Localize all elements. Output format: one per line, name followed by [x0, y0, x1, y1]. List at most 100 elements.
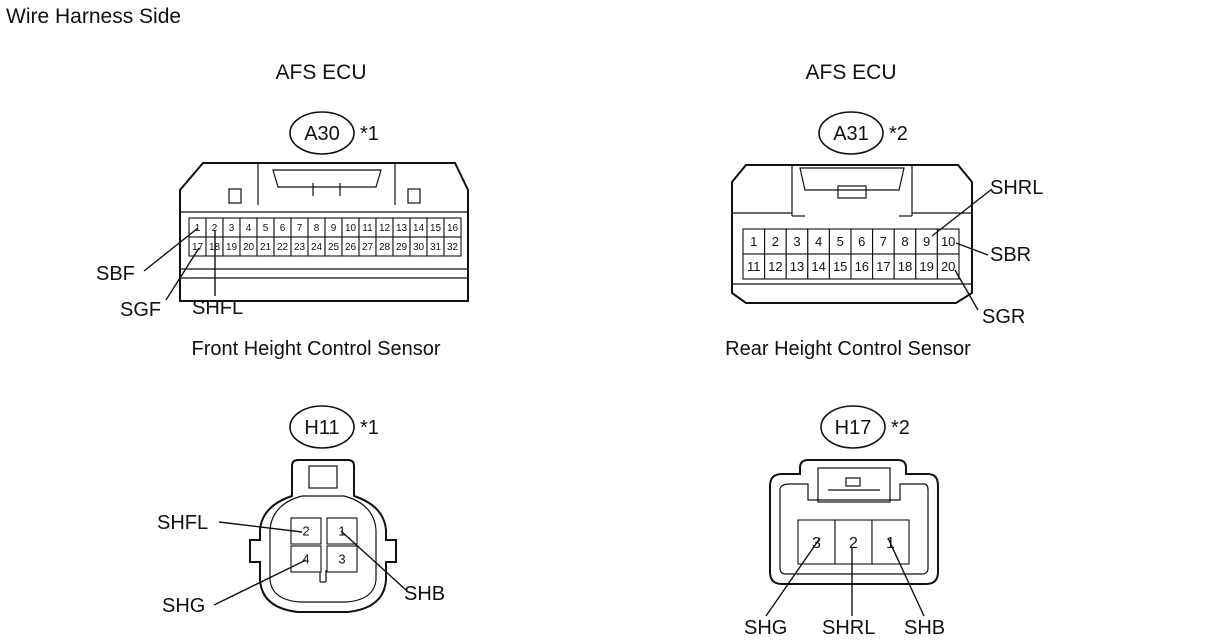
a31-callout-shrl: SHRL	[990, 177, 1043, 199]
a31-pin-8: 8	[901, 234, 908, 249]
a30-pin-17: 17	[192, 242, 204, 253]
a31-pin-16: 16	[855, 259, 869, 274]
a31-pin-20: 20	[941, 259, 955, 274]
a30-pin-25: 25	[328, 242, 340, 253]
a31-pin-7: 7	[880, 234, 887, 249]
a30-code: A30	[304, 123, 340, 145]
a31-leader-sgr	[954, 269, 979, 311]
a30-pin-2: 2	[212, 223, 218, 234]
a30-callout-sgf: SGF	[120, 299, 161, 321]
a31-pin-12: 12	[768, 259, 782, 274]
a30-pin-24: 24	[311, 242, 323, 253]
a30-pin-26: 26	[345, 242, 357, 253]
a30-pin-6: 6	[280, 223, 286, 234]
a31-pin-20-cell	[936, 253, 960, 280]
a31-latch	[799, 167, 905, 191]
h11-leader-shb	[340, 530, 407, 591]
a31-pin-2: 2	[772, 234, 779, 249]
a30-pin-32-cell	[443, 236, 462, 257]
h11-code-oval	[289, 405, 355, 449]
h11-pin-1-cell	[326, 517, 358, 545]
a30-pin-21: 21	[260, 242, 272, 253]
a30-pin-22: 22	[277, 242, 289, 253]
a30-pin-32: 32	[447, 242, 459, 253]
h11-pin-3: 3	[338, 552, 345, 567]
a31-note: *2	[889, 123, 908, 145]
a31-pin-15: 15	[833, 259, 847, 274]
a31-pin-14: 14	[811, 259, 825, 274]
a30-pin-20: 20	[243, 242, 255, 253]
h11-callout-shg: SHG	[162, 595, 205, 617]
h11-callout-shb: SHB	[404, 583, 445, 605]
a31-pin-17: 17	[876, 259, 890, 274]
a30-pin-27: 27	[362, 242, 374, 253]
h17-callout-shrl: SHRL	[822, 617, 875, 639]
h11-code: H11	[304, 417, 339, 439]
a31-pin-11: 11	[747, 259, 761, 274]
h17-callout-shb: SHB	[904, 617, 945, 639]
a30-leader-sgf	[165, 247, 200, 301]
a31-callout-sbr: SBR	[990, 244, 1031, 266]
h11-pin-2: 2	[302, 524, 309, 539]
a30-pin-28: 28	[379, 242, 391, 253]
h11-callout-shfl: SHFL	[157, 512, 208, 534]
a30-header: AFS ECU	[275, 61, 366, 84]
h17-leader-shb	[887, 537, 925, 617]
a31-pin-4: 4	[815, 234, 822, 249]
a30-pin-12: 12	[379, 223, 391, 234]
a30-pin-31: 31	[430, 242, 442, 253]
a30-callout-shfl: SHFL	[192, 297, 243, 319]
h17-note: *2	[891, 417, 910, 439]
h11-pin-3-cell	[326, 545, 358, 573]
h17-header: Rear Height Control Sensor	[725, 338, 971, 360]
a31-pin-3: 3	[793, 234, 800, 249]
a30-pin-19: 19	[226, 242, 238, 253]
a30-pin-29: 29	[396, 242, 408, 253]
a30-callout-sbf: SBF	[96, 263, 135, 285]
h17-callout-shg: SHG	[744, 617, 787, 639]
a31-code-oval	[818, 111, 884, 155]
a30-pin-4: 4	[246, 223, 252, 234]
a31-pin-19: 19	[919, 259, 933, 274]
a31-code: A31	[833, 123, 869, 145]
a30-pin-11: 11	[362, 223, 373, 234]
a31-pin-10: 10	[941, 234, 955, 249]
h11-pin-4: 4	[302, 552, 309, 567]
h17-code: H17	[835, 417, 872, 439]
a30-pin-9: 9	[331, 223, 337, 234]
a30-pin-15: 15	[430, 223, 442, 234]
h17-pin-2: 2	[849, 535, 858, 552]
h11-header: Front Height Control Sensor	[191, 338, 440, 360]
h11-note: *1	[360, 417, 379, 439]
a30-pin-14: 14	[413, 223, 425, 234]
a31-pin-6: 6	[858, 234, 865, 249]
a30-pin-16: 16	[447, 223, 459, 234]
page-title: Wire Harness Side	[6, 5, 181, 28]
a30-pin-7: 7	[297, 223, 303, 234]
a31-header: AFS ECU	[805, 61, 896, 84]
a30-note: *1	[360, 123, 379, 145]
h17-leader-shg	[765, 537, 821, 617]
h17-code-oval	[820, 405, 886, 449]
a31-pin-13: 13	[790, 259, 804, 274]
a30-pin-13: 13	[396, 223, 408, 234]
a30-pin-10: 10	[345, 223, 357, 234]
a31-pin-9: 9	[923, 234, 930, 249]
h11-leader-shfl	[218, 521, 303, 533]
a31-pin-1: 1	[750, 234, 757, 249]
a31-leader-sbr	[955, 242, 989, 256]
a30-pin-23: 23	[294, 242, 306, 253]
a30-pin-30: 30	[413, 242, 425, 253]
a30-leader-sbf	[143, 227, 199, 272]
h11-pin-4-cell	[290, 545, 322, 573]
a30-code-oval	[289, 111, 355, 155]
a30-pin-8: 8	[314, 223, 320, 234]
h11-housing	[249, 459, 397, 613]
